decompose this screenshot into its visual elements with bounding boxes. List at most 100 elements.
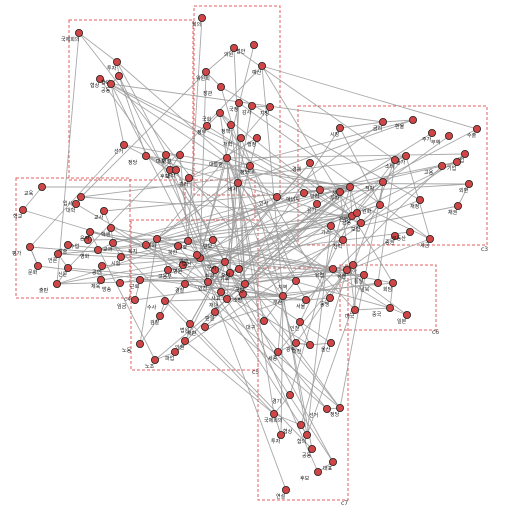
graph-node[interactable]: 평가 <box>12 242 34 257</box>
node-dot[interactable] <box>295 317 304 326</box>
graph-node[interactable]: 달러 <box>310 185 324 200</box>
graph-node[interactable]: 인권 <box>175 336 189 351</box>
graph-node[interactable]: 대구 <box>246 316 268 331</box>
node-dot[interactable] <box>120 140 129 149</box>
graph-node[interactable]: 소방 <box>233 289 247 304</box>
node-dot[interactable] <box>390 231 399 240</box>
graph-node[interactable]: 개혁 <box>223 133 245 148</box>
node-dot[interactable] <box>170 347 179 356</box>
node-dot[interactable] <box>98 261 107 270</box>
node-dot[interactable] <box>472 125 481 134</box>
node-dot[interactable] <box>72 199 81 208</box>
graph-node[interactable]: 수사 <box>147 296 169 311</box>
node-dot[interactable] <box>117 252 126 261</box>
graph-node[interactable]: 인천 <box>290 317 304 332</box>
node-dot[interactable] <box>305 158 314 167</box>
node-dot[interactable] <box>312 199 321 208</box>
graph-node[interactable]: 근로 <box>130 275 144 290</box>
graph-node[interactable]: 대표 <box>156 150 170 165</box>
node-dot[interactable] <box>141 151 150 160</box>
node-dot[interactable] <box>75 28 84 37</box>
node-dot[interactable] <box>210 307 219 316</box>
graph-node[interactable]: 비서 <box>228 178 242 193</box>
graph-node[interactable]: 군사 <box>207 257 229 272</box>
graph-node[interactable]: 증권 <box>385 231 399 246</box>
node-dot[interactable] <box>342 265 351 274</box>
node-dot[interactable] <box>225 268 234 277</box>
node-dot[interactable] <box>296 420 305 429</box>
graph-node[interactable]: 회담 <box>383 278 397 293</box>
graph-node[interactable]: 협상 <box>90 75 105 89</box>
node-dot[interactable] <box>202 122 211 131</box>
node-dot[interactable] <box>326 338 335 347</box>
node-dot[interactable] <box>302 430 311 439</box>
node-dot[interactable] <box>180 336 189 345</box>
graph-node[interactable]: 국회 <box>202 109 224 123</box>
node-dot[interactable] <box>152 234 161 243</box>
graph-node[interactable]: 보험 <box>351 218 365 233</box>
node-dot[interactable] <box>141 240 150 249</box>
node-dot[interactable] <box>325 293 334 302</box>
node-dot[interactable] <box>335 403 344 412</box>
graph-node[interactable]: 선거 <box>114 140 129 155</box>
node-dot[interactable] <box>97 275 106 284</box>
node-dot[interactable] <box>272 192 281 201</box>
graph-node[interactable]: 금리 <box>373 118 387 132</box>
graph-node[interactable]: 총리 <box>179 173 193 188</box>
node-dot[interactable] <box>135 275 144 284</box>
node-dot[interactable] <box>305 340 314 349</box>
graph-node[interactable]: 세금 <box>420 234 434 249</box>
graph-node[interactable]: 노조 <box>145 355 159 370</box>
node-dot[interactable] <box>25 242 34 251</box>
graph-node[interactable]: 합의 <box>297 430 311 445</box>
node-dot[interactable] <box>113 58 122 67</box>
node-dot[interactable] <box>328 457 337 466</box>
node-dot[interactable] <box>100 206 109 215</box>
graph-node[interactable]: 동맹 <box>320 293 334 308</box>
node-dot[interactable] <box>192 250 201 259</box>
graph-node[interactable]: 영화 <box>80 245 103 260</box>
graph-node[interactable]: 청와대 <box>240 161 254 176</box>
graph-node[interactable]: 수출 <box>467 125 481 139</box>
node-dot[interactable] <box>234 99 243 108</box>
node-dot[interactable] <box>150 355 159 364</box>
node-dot[interactable] <box>185 319 194 328</box>
node-dot[interactable] <box>34 261 43 270</box>
graph-node[interactable]: 행정 <box>247 133 261 148</box>
node-dot[interactable] <box>109 238 118 247</box>
graph-node[interactable]: 일본 <box>397 310 411 325</box>
node-dot[interactable] <box>18 205 27 214</box>
node-dot[interactable] <box>173 241 182 250</box>
node-dot[interactable] <box>307 444 316 453</box>
graph-node[interactable]: 고용 <box>424 161 446 176</box>
graph-node[interactable]: 부산 <box>273 291 287 306</box>
node-dot[interactable] <box>208 235 217 244</box>
graph-node[interactable]: 사고 <box>211 287 225 302</box>
node-dot[interactable] <box>233 178 242 187</box>
graph-node[interactable]: 선거 <box>309 404 331 419</box>
graph-node[interactable]: 사회 <box>147 234 161 249</box>
graph-node[interactable]: 통일 <box>354 270 368 285</box>
graph-node[interactable]: 지역 <box>278 276 300 291</box>
graph-node[interactable]: 적자 <box>365 177 387 192</box>
node-dot[interactable] <box>234 264 243 273</box>
node-dot[interactable] <box>54 249 63 258</box>
node-dot[interactable] <box>203 277 212 286</box>
graph-node[interactable]: 법안 <box>236 41 258 55</box>
node-dot[interactable] <box>249 41 258 50</box>
graph-node[interactable]: 신문 <box>58 263 73 278</box>
graph-node[interactable]: 경기 <box>272 390 294 405</box>
node-dot[interactable] <box>402 310 411 319</box>
node-dot[interactable] <box>265 103 274 112</box>
graph-node[interactable]: 음악 <box>80 227 95 242</box>
graph-node[interactable]: 주가 <box>422 128 436 143</box>
graph-node[interactable]: 언론 <box>48 249 63 264</box>
node-dot[interactable] <box>350 305 359 314</box>
graph-node[interactable]: 교사 <box>94 206 109 221</box>
node-dot[interactable] <box>453 201 462 210</box>
node-dot[interactable] <box>252 133 261 142</box>
node-dot[interactable] <box>385 303 394 312</box>
graph-node[interactable]: 안전 <box>198 277 212 292</box>
graph-node[interactable]: 교육 <box>24 182 47 197</box>
node-dot[interactable] <box>115 72 124 81</box>
